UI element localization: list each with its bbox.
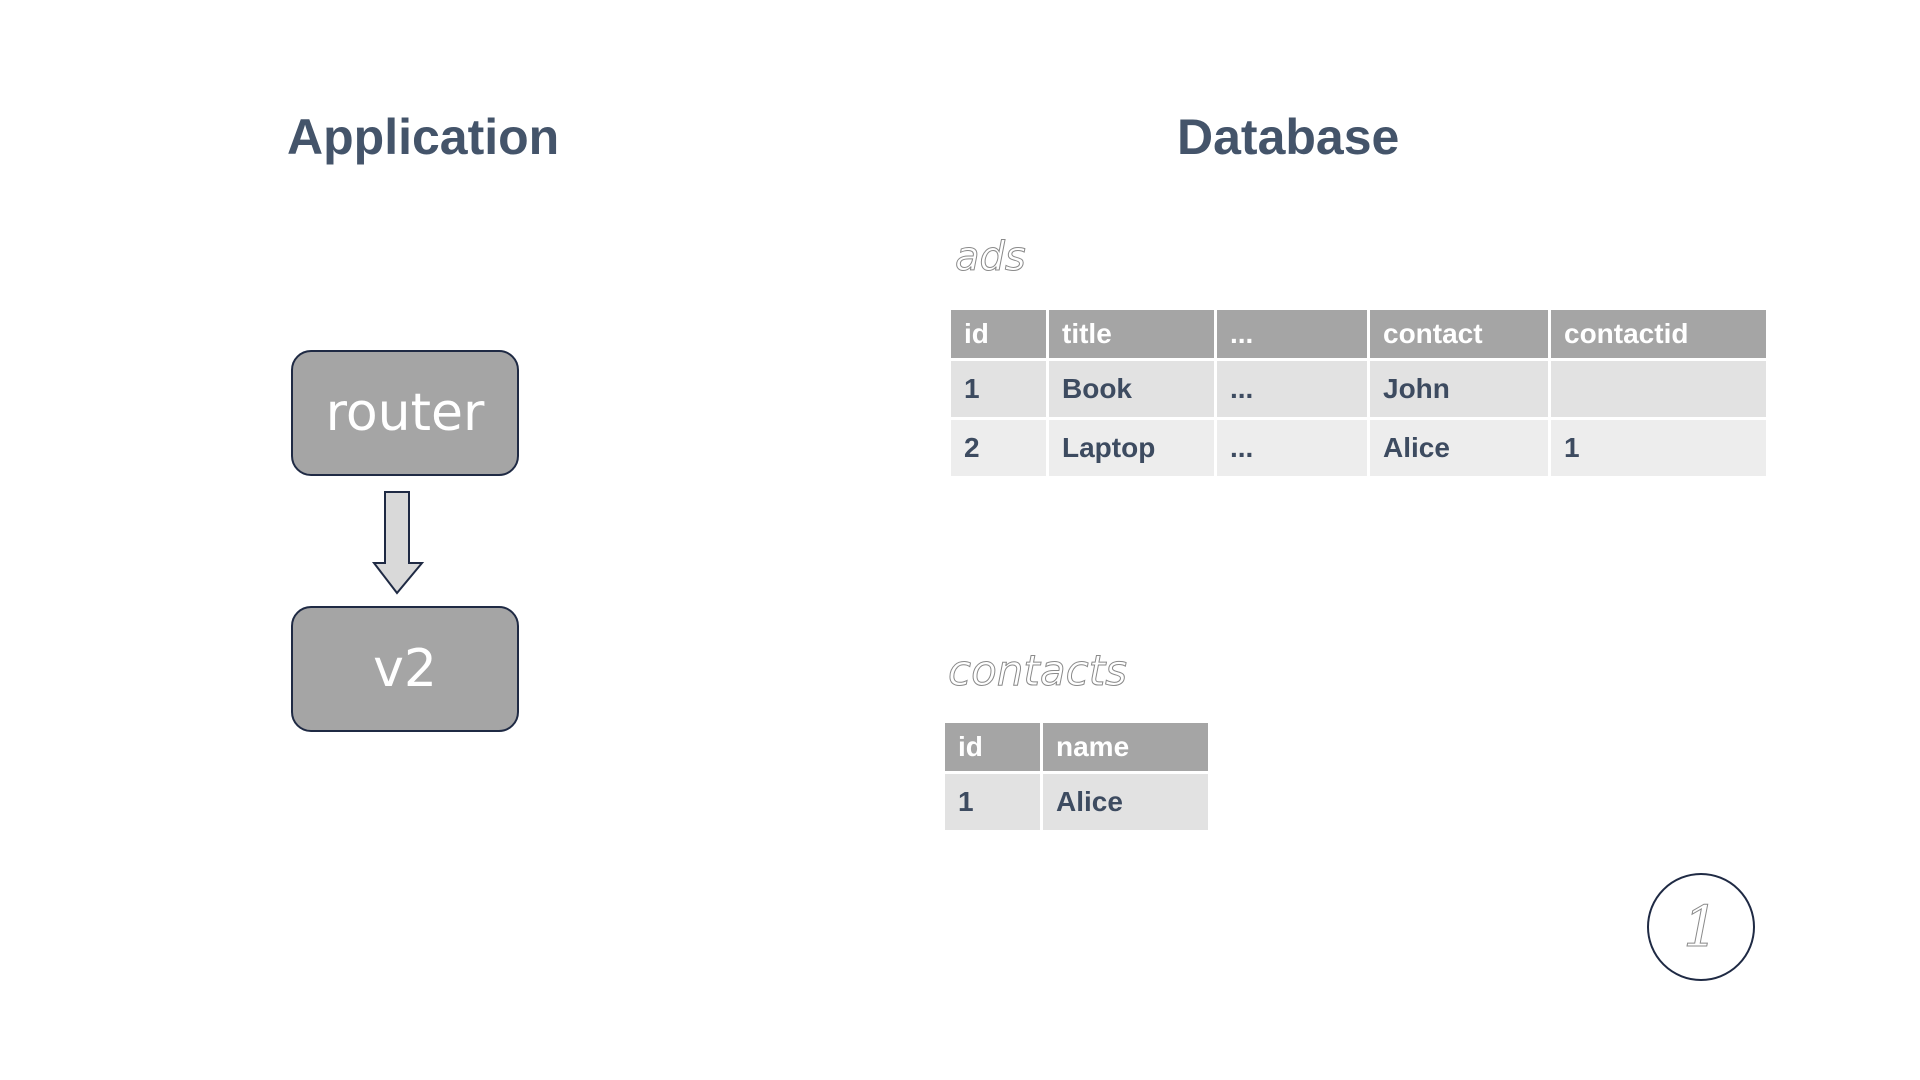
- page-number-badge: 1: [1647, 873, 1755, 981]
- contacts-table-label: contacts: [947, 646, 1128, 696]
- table-cell: Alice: [1370, 420, 1548, 476]
- ads-col-id: id: [951, 310, 1046, 358]
- table-row: 2 Laptop ... Alice 1: [951, 420, 1766, 476]
- down-arrow: [371, 491, 425, 595]
- ads-table: id title ... contact contactid 1 Book ..…: [948, 307, 1769, 479]
- table-cell: 1: [1551, 420, 1766, 476]
- ads-col-contactid: contactid: [1551, 310, 1766, 358]
- ads-table-label: ads: [955, 234, 1027, 281]
- contacts-col-id: id: [945, 723, 1040, 771]
- table-row: 1 Book ... John: [951, 361, 1766, 417]
- application-heading: Application: [287, 109, 560, 165]
- ads-col-ellipsis: ...: [1217, 310, 1367, 358]
- table-cell: 1: [945, 774, 1040, 830]
- contacts-header-row: id name: [945, 723, 1208, 771]
- ads-col-contact: contact: [1370, 310, 1548, 358]
- table-cell: ...: [1217, 420, 1367, 476]
- table-cell: Book: [1049, 361, 1214, 417]
- ads-col-title: title: [1049, 310, 1214, 358]
- contacts-col-name: name: [1043, 723, 1208, 771]
- table-cell: 2: [951, 420, 1046, 476]
- ads-header-row: id title ... contact contactid: [951, 310, 1766, 358]
- table-cell: John: [1370, 361, 1548, 417]
- table-cell: [1551, 361, 1766, 417]
- table-cell: ...: [1217, 361, 1367, 417]
- table-cell: 1: [951, 361, 1046, 417]
- router-box: router: [291, 350, 519, 476]
- table-row: 1 Alice: [945, 774, 1208, 830]
- database-heading: Database: [1177, 109, 1400, 165]
- v2-box: v2: [291, 606, 519, 732]
- page-number: 1: [1683, 894, 1720, 960]
- table-cell: Laptop: [1049, 420, 1214, 476]
- contacts-table: id name 1 Alice: [942, 720, 1211, 833]
- table-cell: Alice: [1043, 774, 1208, 830]
